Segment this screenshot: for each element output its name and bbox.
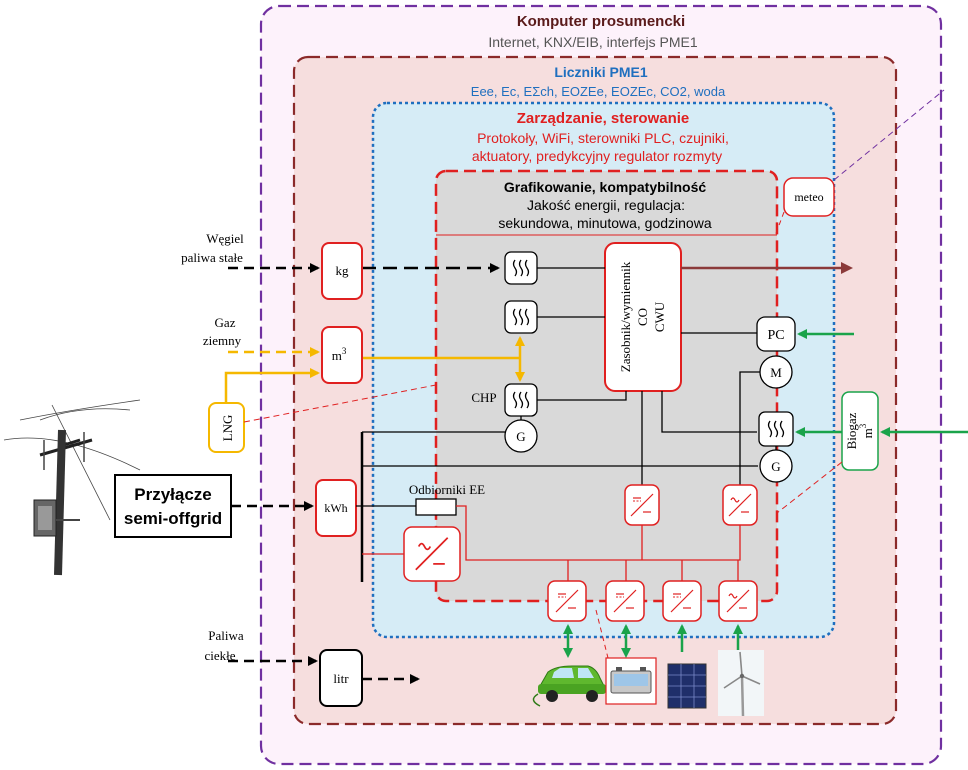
storage-label-1: Zasobnik/wymiennik [618, 261, 633, 372]
solar-panel-icon [667, 663, 707, 709]
heat-pump-pc [756, 316, 796, 352]
kwh-meter [315, 479, 357, 537]
receivers-box [415, 498, 457, 516]
chp-generator [504, 419, 538, 453]
lng-link [243, 384, 437, 423]
meteo-box [783, 177, 835, 217]
battery-icon [610, 667, 652, 694]
m3-meter [321, 326, 363, 384]
storage-label-2: CO [635, 308, 650, 326]
management-title: Zarządzanie, sterowanie [517, 110, 690, 127]
meteo-link-outer [833, 89, 945, 181]
red-dc-bus [456, 505, 741, 561]
meters-title: Liczniki PME1 [554, 64, 648, 80]
meteo-label: meteo [794, 190, 823, 204]
lng-gas-line [224, 368, 320, 403]
liquid-label-2: ciekłe [204, 648, 235, 663]
outer-title: Komputer prosumencki [517, 13, 685, 30]
wind-turbine-icon [718, 650, 764, 717]
graphing-line-2: sekundowa, minutowa, godzinowa [498, 215, 711, 231]
biogas-link [776, 461, 843, 514]
m3-meter-label: m3 [332, 346, 347, 363]
biogas-generator-label: G [771, 459, 780, 474]
utility-pole-icon [3, 399, 141, 576]
chp-label: CHP [471, 390, 496, 405]
biogas-unit-sup: 3 [858, 423, 868, 428]
graphing-line-1: Jakość energii, regulacja: [527, 197, 685, 213]
liquid-label-1: Paliwa [208, 628, 244, 643]
meteo-link-inner [774, 211, 785, 237]
motor-to-inverter [739, 371, 760, 485]
management-line-2: aktuatory, predykcyjny regulator rozmyty [472, 148, 722, 164]
receivers-label: Odbiorniki EE [409, 482, 485, 497]
chp-generator-label: G [516, 429, 525, 444]
gas-label-2: ziemny [203, 333, 242, 348]
outer-subtitle: Internet, KNX/EIB, interfejs PME1 [488, 34, 698, 50]
heat-pump-label: PC [767, 328, 784, 343]
kg-meter [321, 242, 363, 300]
litr-meter-label: litr [333, 671, 349, 686]
kwh-meter-label: kWh [324, 501, 347, 515]
biogas-unit: m3 [858, 423, 875, 438]
chp-to-tank [537, 391, 627, 401]
biogas-label: Biogaz [844, 412, 859, 449]
storage-label-3: CWU [652, 301, 667, 332]
coal-label-2: paliwa stałe [181, 250, 243, 265]
grid-connection-label-1: Przyłącze [134, 485, 212, 504]
motor-label: M [770, 365, 782, 380]
management-line-1: Protokoły, WiFi, sterowniki PLC, czujnik… [477, 130, 729, 146]
lng-label: LNG [220, 415, 235, 442]
electric-car-icon [532, 665, 606, 707]
kg-meter-label: kg [336, 263, 350, 278]
coal-label-1: Węgiel [206, 231, 244, 246]
grid-connection-label-2: semi-offgrid [124, 509, 222, 528]
tank-to-biogas-boiler [661, 391, 757, 433]
m3-meter-sup: 3 [342, 346, 347, 356]
meters-subtitle: Eee, Ec, EΣch, EOZEe, EOZEc, CO2, woda [471, 84, 726, 99]
litr-meter [319, 649, 363, 707]
gas-label-1: Gaz [215, 315, 236, 330]
graphing-title: Grafikowanie, kompatybilność [504, 179, 706, 195]
